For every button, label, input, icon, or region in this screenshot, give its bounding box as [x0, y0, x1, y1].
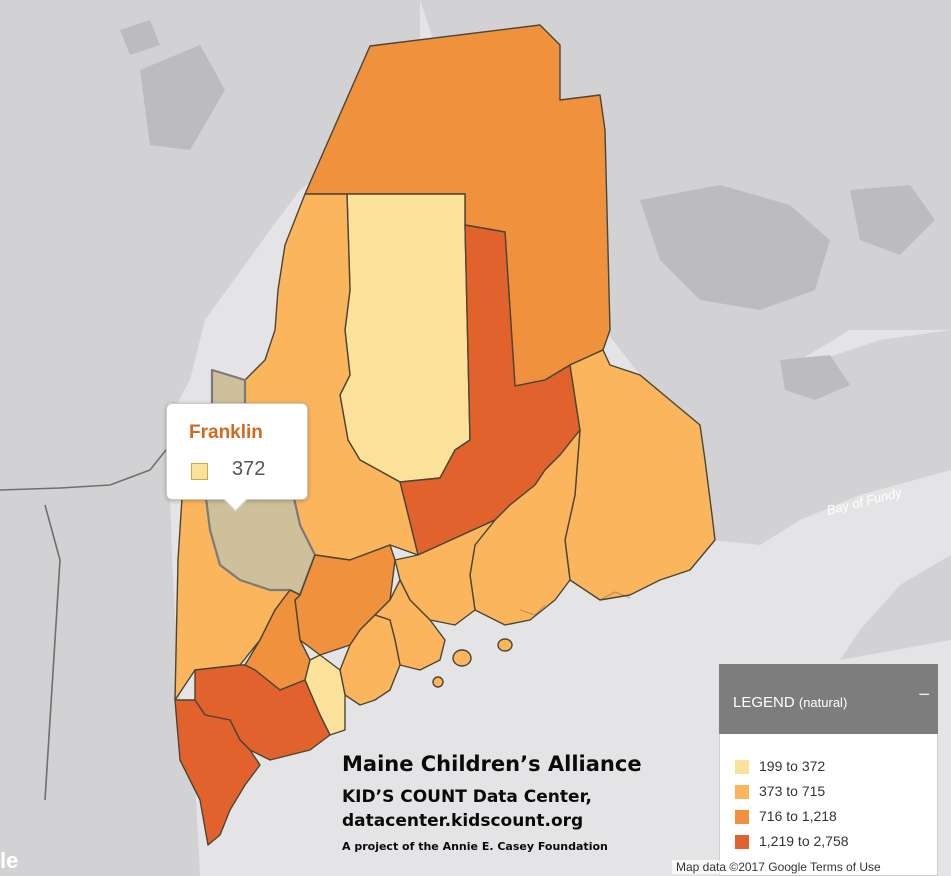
legend-title: LEGEND (natural): [733, 694, 847, 711]
credit-foundation: A project of the Annie E. Casey Foundati…: [342, 840, 608, 853]
legend-panel: LEGEND (natural) − 199 to 372 373 to 715…: [719, 664, 938, 876]
legend-header[interactable]: LEGEND (natural) −: [719, 664, 938, 734]
county-piscataquis[interactable]: [339, 193, 471, 483]
legend-swatch: [735, 760, 749, 774]
lake-1: [140, 45, 225, 150]
island-1: [452, 649, 472, 667]
lake-5: [120, 20, 160, 55]
land-east: [700, 330, 951, 545]
nova-scotia: [840, 555, 951, 660]
land-west: [0, 0, 420, 876]
lake-4: [780, 355, 850, 400]
legend-item-label: 716 to 1,218: [759, 808, 837, 824]
credit-subtitle: KID’S COUNT Data Center,: [342, 787, 592, 807]
credit-url: datacenter.kidscount.org: [342, 811, 584, 831]
county-hancock[interactable]: [469, 429, 581, 626]
county-knox[interactable]: [374, 579, 446, 671]
tooltip-swatch: [191, 463, 208, 480]
map-data-attribution[interactable]: Map data ©2017 Google Terms of Use: [672, 860, 885, 874]
coast-2: [599, 591, 631, 601]
tooltip-value: 372: [232, 458, 266, 480]
credit-title: Maine Children’s Alliance: [342, 752, 642, 776]
legend-item-label: 1,219 to 2,758: [759, 833, 849, 849]
county-york[interactable]: [174, 699, 261, 846]
legend-item-label: 199 to 372: [759, 758, 826, 774]
county-waldo[interactable]: [394, 519, 496, 626]
google-logo-fragment: le: [0, 848, 19, 873]
border-canada-quebec: [0, 444, 171, 491]
legend-collapse-button[interactable]: −: [918, 684, 930, 706]
tooltip-county-name: Franklin: [189, 422, 263, 443]
coast-1: [519, 604, 546, 616]
lakes: [120, 20, 935, 400]
border-vermont: [44, 504, 61, 801]
coastline-details: [519, 591, 631, 616]
legend-title-text: LEGEND: [733, 694, 795, 711]
county-tooltip: Franklin 372: [166, 403, 308, 512]
legend-item-label: 373 to 715: [759, 783, 826, 799]
lake-3: [850, 185, 935, 255]
legend-swatch: [735, 810, 749, 824]
legend-swatch: [735, 835, 749, 849]
legend-body: 199 to 372 373 to 715 716 to 1,218 1,219…: [719, 734, 938, 876]
lake-2: [640, 185, 830, 310]
legend-mode: (natural): [798, 695, 848, 710]
island-3: [432, 676, 444, 688]
island-2: [497, 638, 513, 652]
legend-swatch: [735, 785, 749, 799]
borders: [0, 444, 171, 801]
